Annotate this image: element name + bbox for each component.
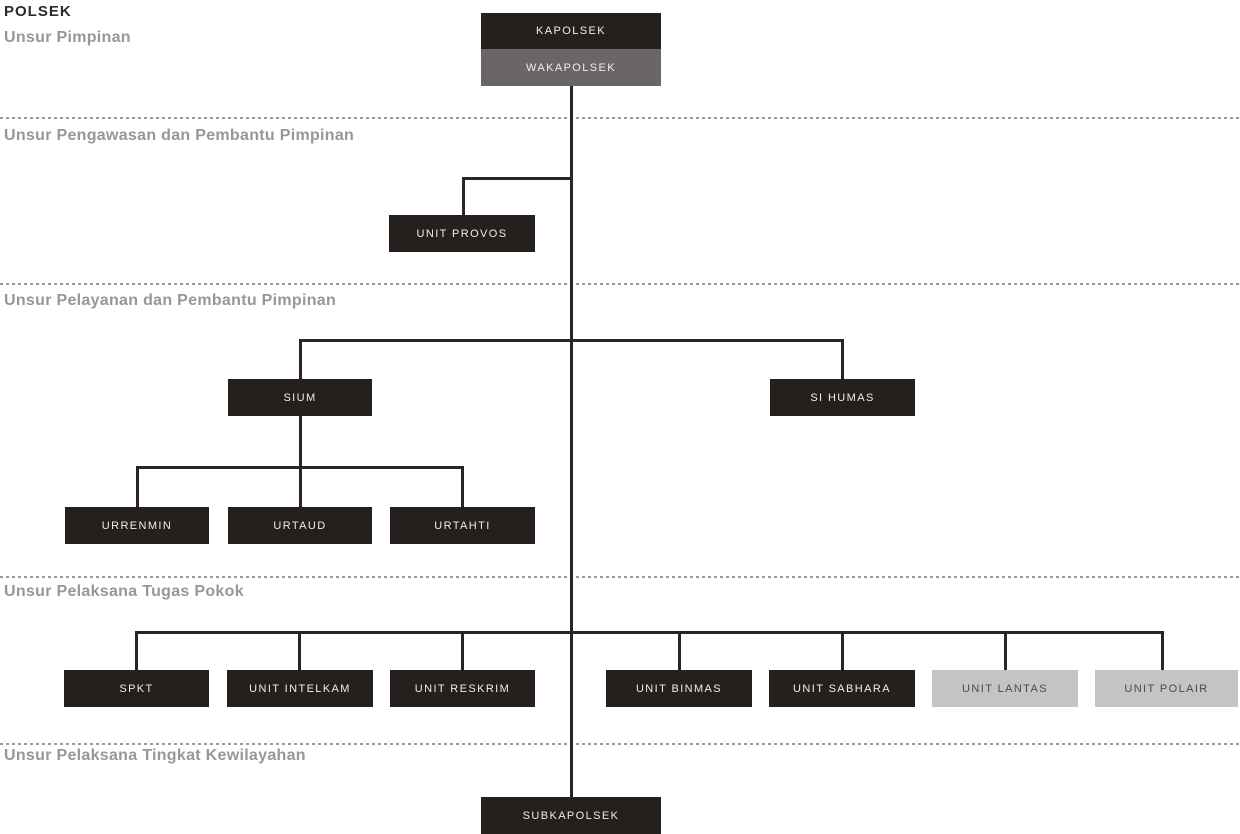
connector-pelayanan-branch <box>299 339 844 342</box>
node-urtaud: URTAUD <box>228 507 372 544</box>
node-unit-binmas: UNIT BINMAS <box>606 670 752 707</box>
connector-main-vertical <box>570 86 573 797</box>
connector-intelkam-drop <box>298 631 301 670</box>
connector-provos-drop <box>462 177 465 215</box>
section-divider <box>0 576 1240 578</box>
connector-sium-children-stem <box>299 416 302 468</box>
section-label-unsur-pelaksana-tugas-pokok: Unsur Pelaksana Tugas Pokok <box>4 583 244 600</box>
node-si-humas: SI HUMAS <box>770 379 915 416</box>
node-spkt: SPKT <box>64 670 209 707</box>
connector-urrenmin-drop <box>136 466 139 507</box>
node-unit-provos: UNIT PROVOS <box>389 215 535 252</box>
connector-reskrim-drop <box>461 631 464 670</box>
connector-provos-horizontal <box>462 177 573 180</box>
connector-binmas-drop <box>678 631 681 670</box>
connector-tugas-pokok-branch <box>135 631 1164 634</box>
node-wakapolsek: WAKAPOLSEK <box>481 49 661 86</box>
section-label-unsur-pengawasan: Unsur Pengawasan dan Pembantu Pimpinan <box>4 127 355 144</box>
node-subkapolsek: SUBKAPOLSEK <box>481 797 661 834</box>
node-urrenmin: URRENMIN <box>65 507 209 544</box>
node-sium: SIUM <box>228 379 372 416</box>
node-unit-intelkam: UNIT INTELKAM <box>227 670 373 707</box>
section-label-unsur-pimpinan: Unsur Pimpinan <box>4 29 131 46</box>
section-label-unsur-pelayanan: Unsur Pelayanan dan Pembantu Pimpinan <box>4 292 337 309</box>
node-unit-reskrim: UNIT RESKRIM <box>390 670 535 707</box>
connector-lantas-drop <box>1004 631 1007 670</box>
section-divider <box>0 117 1240 119</box>
section-divider <box>0 283 1240 285</box>
node-kapolsek: KAPOLSEK <box>481 13 661 49</box>
node-unit-sabhara: UNIT SABHARA <box>769 670 915 707</box>
connector-spkt-drop <box>135 631 138 670</box>
node-urtahti: URTAHTI <box>390 507 535 544</box>
connector-polair-drop <box>1161 631 1164 670</box>
section-label-unsur-pelaksana-kewilayahan: Unsur Pelaksana Tingkat Kewilayahan <box>4 747 306 764</box>
connector-urtaud-drop <box>299 466 302 507</box>
connector-sihumas-drop <box>841 339 844 379</box>
page-title: POLSEK <box>4 3 72 20</box>
section-divider <box>0 743 1240 745</box>
connector-urtahti-drop <box>461 466 464 507</box>
node-unit-polair: UNIT POLAIR <box>1095 670 1238 707</box>
connector-sium-drop <box>299 339 302 379</box>
connector-sabhara-drop <box>841 631 844 670</box>
node-unit-lantas: UNIT LANTAS <box>932 670 1078 707</box>
